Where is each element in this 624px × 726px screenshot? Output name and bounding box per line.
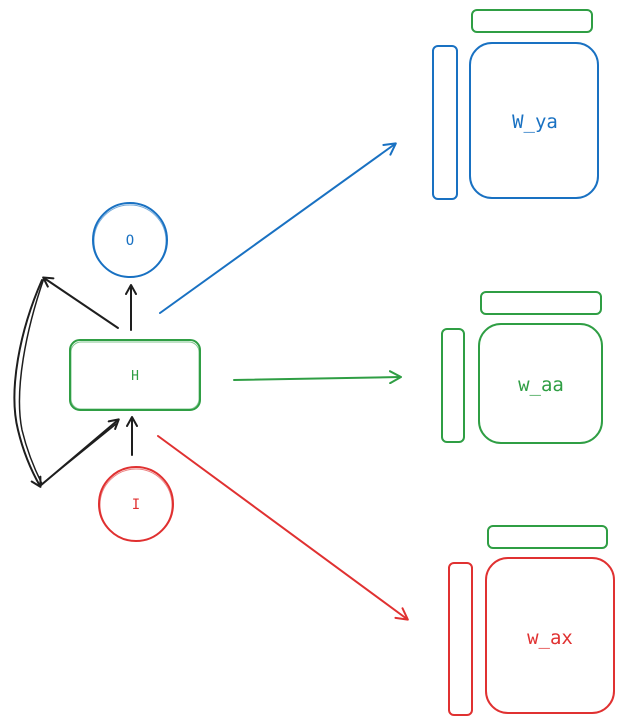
- w-ax-matrix-box: [485, 557, 615, 714]
- arrow-hidden-to-w-aa: [233, 370, 402, 385]
- w-ya-row-vector: [471, 9, 593, 33]
- output-node-label: O: [126, 233, 134, 249]
- w-aa-matrix-box: [478, 323, 603, 444]
- matrix-w-ax: w_ax: [448, 525, 615, 716]
- w-ya-label: W_ya: [512, 111, 558, 133]
- input-node: I: [98, 466, 174, 542]
- w-ax-row-vector: [487, 525, 608, 549]
- w-aa-label: w_aa: [518, 374, 564, 396]
- w-ya-column-vector: [432, 45, 458, 200]
- arrow-hidden-to-w-ya: [159, 142, 397, 314]
- matrix-w-ya: W_ya: [432, 9, 599, 200]
- matrix-w-aa: w_aa: [441, 291, 603, 444]
- hidden-node-label: H: [131, 369, 139, 384]
- recurrent-loop: [13, 276, 120, 488]
- hidden-node: H: [69, 339, 201, 411]
- arrow-hidden-to-w-ax: [157, 435, 409, 621]
- w-ax-label: w_ax: [527, 627, 573, 649]
- w-ya-matrix-box: [469, 42, 599, 199]
- output-node: O: [92, 202, 168, 278]
- input-node-label: I: [132, 497, 140, 513]
- w-ax-column-vector: [448, 562, 473, 716]
- w-aa-column-vector: [441, 328, 465, 443]
- w-aa-row-vector: [480, 291, 602, 315]
